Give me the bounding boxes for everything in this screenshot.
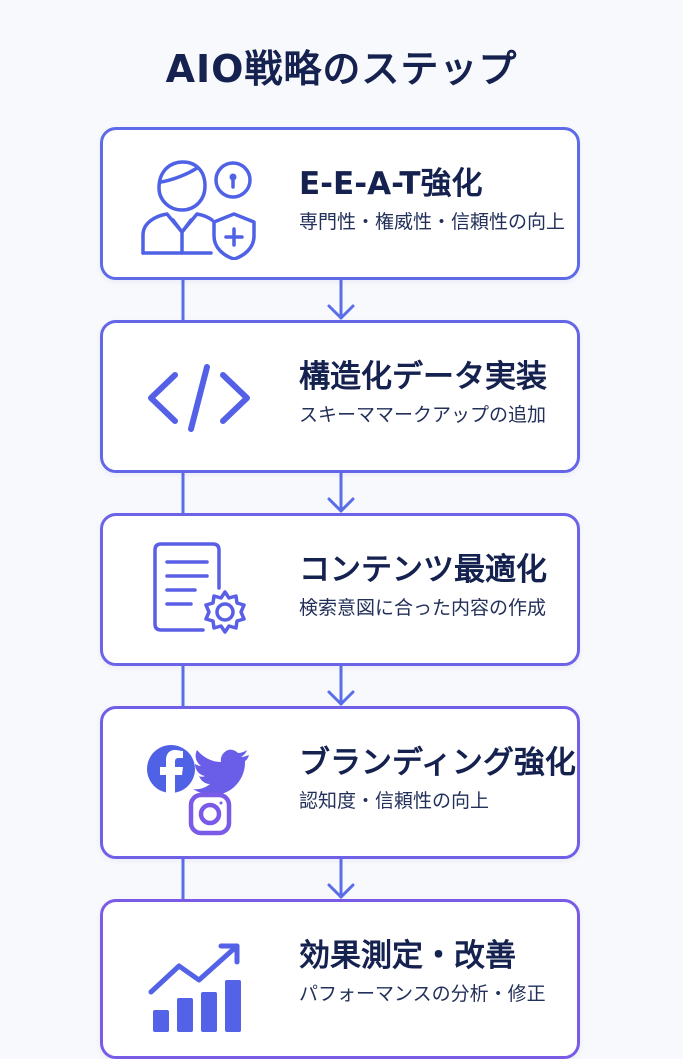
down-arrow-icon	[327, 883, 355, 899]
step-title: ブランディング強化	[299, 745, 576, 781]
down-arrow-icon	[327, 497, 355, 513]
step-card-measurement: 効果測定・改善 パフォーマンスの分析・修正	[100, 899, 580, 1059]
page-title: AIO戦略のステップ	[165, 47, 518, 91]
twitter-icon	[193, 749, 249, 795]
step-description: 専門性・権威性・信頼性の向上	[299, 211, 566, 233]
facebook-icon	[147, 745, 195, 793]
instagram-icon	[188, 792, 232, 836]
step-card-content-optimization: コンテンツ最適化 検索意図に合った内容の作成	[100, 513, 580, 666]
social-media-icon	[133, 729, 263, 839]
step-card-branding: ブランディング強化 認知度・信頼性の向上	[100, 706, 580, 859]
step-description: パフォーマンスの分析・修正	[299, 983, 546, 1005]
step-title: コンテンツ最適化	[299, 552, 547, 588]
step-description: 検索意図に合った内容の作成	[299, 597, 547, 619]
step-title: E-E-A-T強化	[299, 166, 483, 202]
step-title: 効果測定・改善	[299, 938, 516, 974]
code-icon	[133, 343, 263, 453]
expert-shield-icon	[133, 150, 263, 261]
step-description: スキーママークアップの追加	[299, 404, 547, 426]
step-card-eeat: E-E-A-T強化 専門性・権威性・信頼性の向上	[100, 127, 580, 280]
step-card-structured-data: 構造化データ実装 スキーママークアップの追加	[100, 320, 580, 473]
document-gear-icon	[133, 536, 263, 646]
step-title: 構造化データ実装	[299, 359, 547, 395]
down-arrow-icon	[327, 690, 355, 706]
step-description: 認知度・信頼性の向上	[299, 790, 490, 812]
down-arrow-icon	[327, 304, 355, 320]
growth-chart-icon	[133, 922, 263, 1032]
